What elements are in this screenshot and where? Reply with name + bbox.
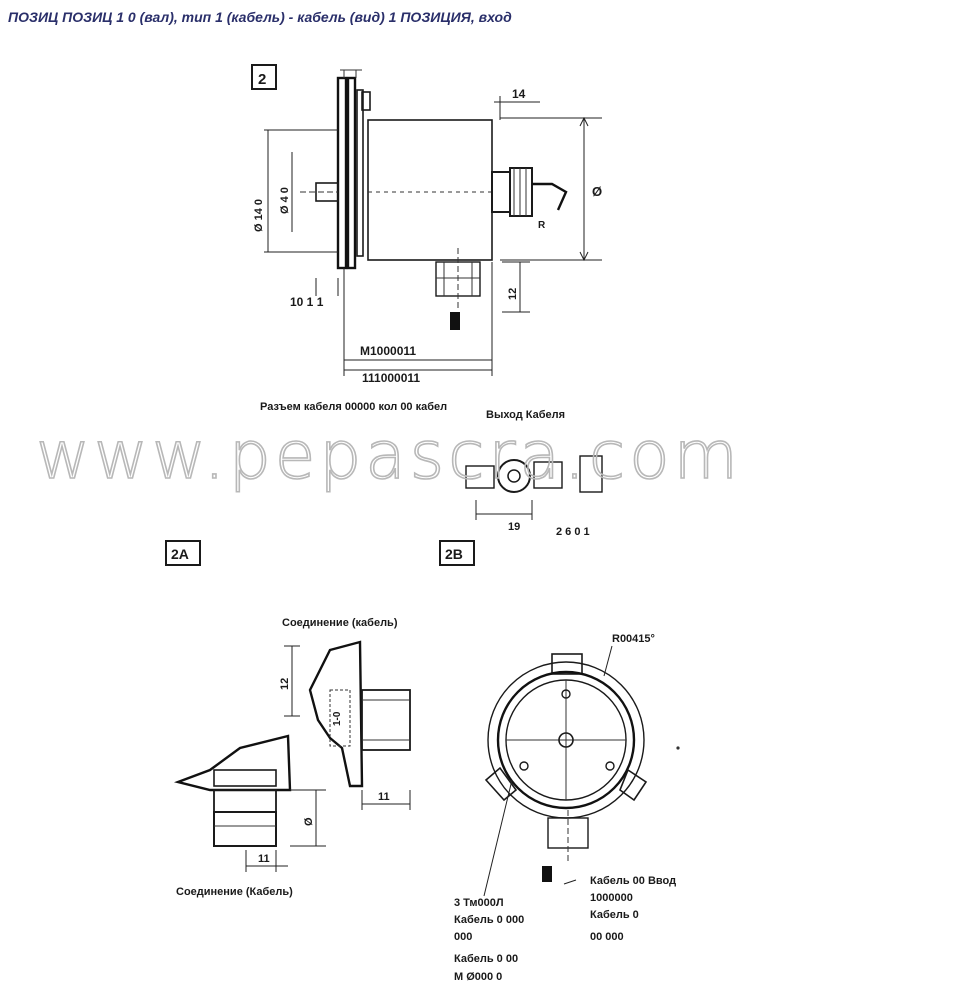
view-2b: R00415° 3 Тм000Л Кабель 0 000 000 Кабель… bbox=[454, 633, 680, 983]
dim-total-length: 111000011 bbox=[362, 371, 420, 385]
drawing-header-title: ПОЗИЦ ПОЗИЦ 1 0 (вал), тип 1 (кабель) - … bbox=[8, 9, 512, 25]
cable-output-detail: Выход Кабеля 19 2 6 0 1 bbox=[465, 409, 603, 538]
main-view: 2 14 bbox=[251, 64, 602, 385]
dim-2a-1: 1-0 bbox=[332, 711, 343, 726]
left-note-5: М Ø000 0 bbox=[454, 971, 502, 983]
dim-bot-19: 19 bbox=[508, 521, 520, 533]
dim-height: Ø bbox=[592, 184, 602, 199]
conn-bottom-label: Соединение (Кабель) bbox=[176, 886, 293, 898]
dim-bot-2: 2 6 0 1 bbox=[556, 526, 590, 538]
left-note-3: 000 bbox=[454, 931, 472, 943]
dim-shaft: Ø 14 0 bbox=[253, 199, 265, 232]
watermark: www.pepascra.com bbox=[36, 417, 742, 494]
view-tag-2a: 2A bbox=[171, 546, 189, 562]
dim-ret: R bbox=[538, 220, 546, 231]
cable-output-label: Выход Кабеля bbox=[486, 409, 565, 421]
left-note-4: Кабель 0 00 bbox=[454, 953, 518, 965]
dim-2b-side: Ø bbox=[303, 817, 315, 826]
connector-note: Разъем кабеля 00000 кол 00 кабел bbox=[260, 401, 447, 413]
view-tag-box-2a bbox=[165, 540, 201, 566]
dim-shaft-inner: Ø 4 0 bbox=[279, 187, 291, 214]
right-note-1: Кабель 00 Ввод bbox=[590, 875, 676, 887]
dim-2a-12: 12 bbox=[279, 678, 291, 690]
encoder-body bbox=[367, 119, 493, 261]
dim-14: 14 bbox=[512, 87, 526, 101]
right-note-4: 00 000 bbox=[590, 931, 624, 943]
dim-12: 12 bbox=[507, 288, 519, 300]
dim-main-length: M1000011 bbox=[360, 344, 416, 358]
right-note-3: Кабель 0 bbox=[590, 909, 639, 921]
dim-1011: 10 1 1 bbox=[290, 295, 324, 309]
left-note-2: Кабель 0 000 bbox=[454, 914, 524, 926]
left-note-1: 3 Тм000Л bbox=[454, 897, 504, 909]
dim-2a-11b: 11 bbox=[258, 853, 270, 865]
dim-top-angle: R00415° bbox=[612, 633, 655, 645]
view-2a: Соединение (кабель) 12 1-0 11 Ø 11 Соеди… bbox=[173, 617, 411, 898]
view-tag-box-2b bbox=[439, 540, 475, 566]
dim-2a-11: 11 bbox=[378, 791, 390, 803]
right-note-2: 1000000 bbox=[590, 892, 633, 904]
conn-top-label: Соединение (кабель) bbox=[282, 617, 398, 629]
view-tag-main: 2 bbox=[258, 71, 266, 88]
cable-gland bbox=[491, 171, 511, 213]
view-tag-2b: 2B bbox=[445, 546, 463, 562]
view-tag-box-main bbox=[251, 64, 277, 90]
